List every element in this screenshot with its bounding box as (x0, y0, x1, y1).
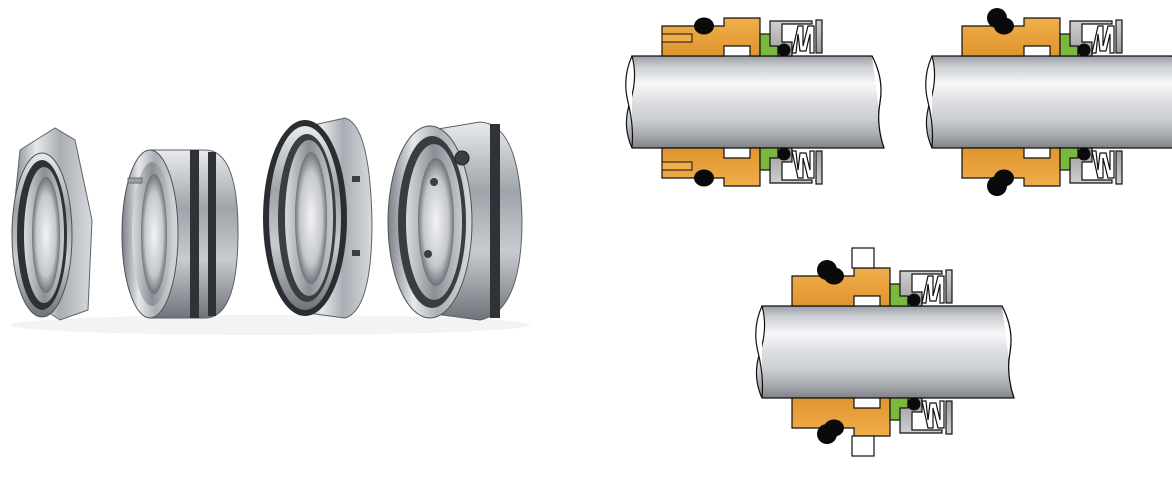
components-photo (10, 117, 530, 335)
component-seat-ring (121, 149, 239, 319)
component-spring-housing (387, 121, 523, 321)
seal-diagram-1 (625, 16, 885, 188)
seal-diagram-2 (925, 8, 1172, 196)
component-stationary-ring (11, 127, 93, 321)
seal-diagram-3 (755, 247, 1015, 457)
component-rotating-face (263, 117, 373, 319)
